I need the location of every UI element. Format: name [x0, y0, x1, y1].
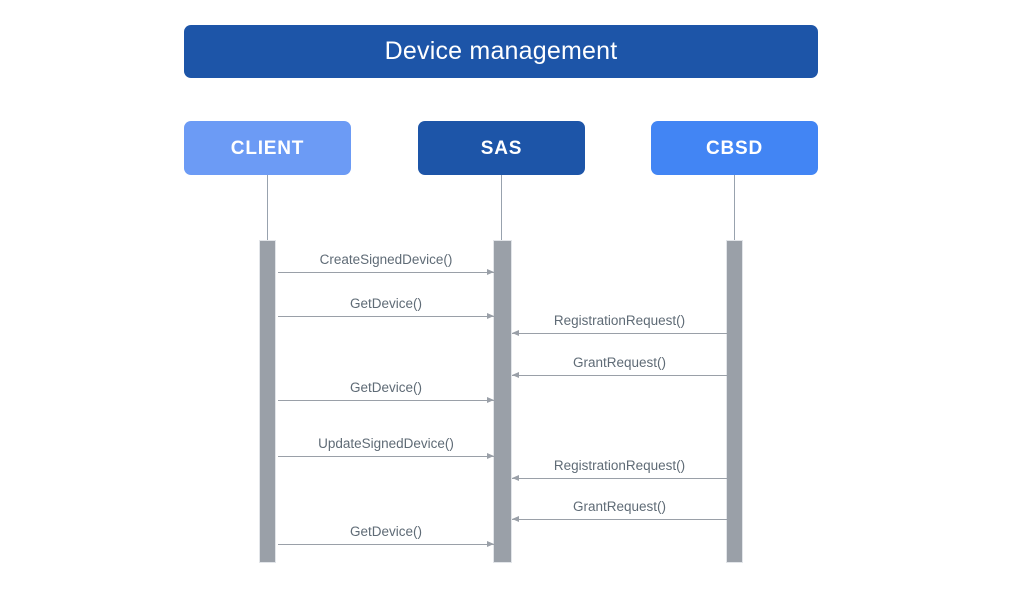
message-line	[512, 478, 727, 479]
message-label: GetDevice()	[349, 295, 422, 311]
arrowhead-right-icon	[487, 268, 494, 275]
participant-label-cbsd: CBSD	[705, 137, 764, 159]
message-line	[278, 316, 494, 317]
arrowhead-left-icon	[512, 329, 519, 336]
participant-label-client: CLIENT	[230, 137, 305, 159]
arrowhead-right-icon	[487, 396, 494, 403]
activation-bar-sas	[493, 240, 512, 563]
message-label: GetDevice()	[349, 523, 422, 539]
lifeline-cbsd	[734, 175, 735, 243]
message-line	[278, 544, 494, 545]
participant-box-sas[interactable]: SAS	[418, 121, 585, 175]
message-line	[512, 375, 727, 376]
diagram-title-banner: Device management	[184, 25, 818, 78]
participant-label-sas: SAS	[480, 137, 523, 159]
lifeline-sas	[501, 175, 502, 243]
message-line	[512, 333, 727, 334]
message-label: CreateSignedDevice()	[319, 251, 453, 267]
arrowhead-right-icon	[487, 312, 494, 319]
message-label: GetDevice()	[349, 379, 422, 395]
activation-bar-client	[259, 240, 276, 563]
activation-bar-cbsd	[726, 240, 743, 563]
arrowhead-left-icon	[512, 515, 519, 522]
arrowhead-right-icon	[487, 540, 494, 547]
arrowhead-left-icon	[512, 474, 519, 481]
message-line	[278, 272, 494, 273]
message-line	[278, 456, 494, 457]
lifeline-client	[267, 175, 268, 243]
message-label: GrantRequest()	[572, 498, 667, 514]
message-line	[278, 400, 494, 401]
page-title: Device management	[384, 37, 618, 65]
participant-box-cbsd[interactable]: CBSD	[651, 121, 818, 175]
message-label: RegistrationRequest()	[553, 457, 686, 473]
message-label: UpdateSignedDevice()	[318, 435, 454, 451]
arrowhead-right-icon	[487, 452, 494, 459]
arrowhead-left-icon	[512, 371, 519, 378]
participant-box-client[interactable]: CLIENT	[184, 121, 351, 175]
message-line	[512, 519, 727, 520]
message-label: RegistrationRequest()	[553, 312, 686, 328]
message-label: GrantRequest()	[572, 354, 667, 370]
